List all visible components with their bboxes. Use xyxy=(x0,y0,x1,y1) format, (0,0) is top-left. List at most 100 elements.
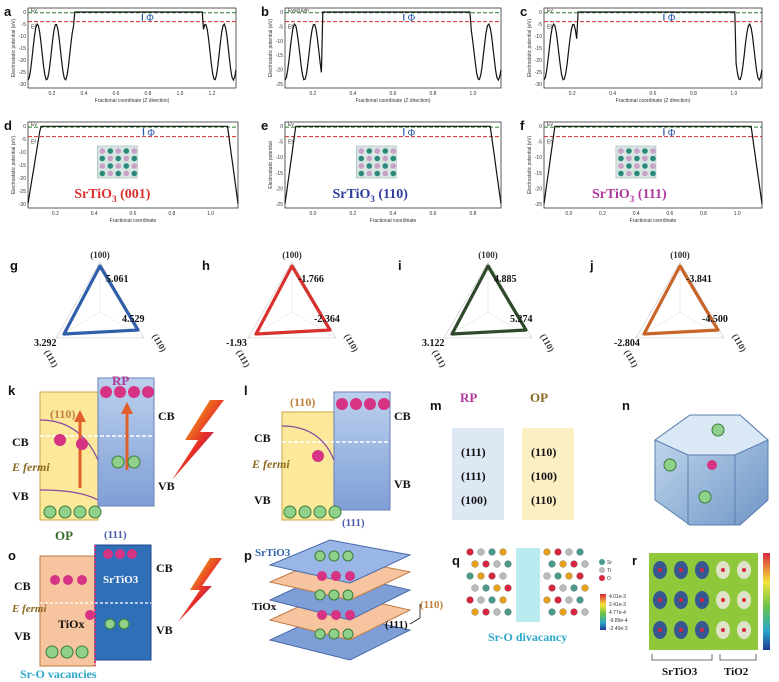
panel-label-q: q xyxy=(452,553,460,568)
k-electrons xyxy=(54,386,154,450)
triangle-data xyxy=(62,264,140,336)
y-axis-label: Electrostatic potential (eV) xyxy=(527,135,533,194)
panel-r: r SrTiO3 TiO2 xyxy=(632,553,770,678)
y-tick-label: -15 xyxy=(276,171,283,177)
phi-label: Φ xyxy=(148,128,155,139)
y-tick-label: -30 xyxy=(19,82,26,88)
panel-label-p: p xyxy=(244,548,252,563)
y-tick-label: -15 xyxy=(276,53,283,59)
value-right: -2.364 xyxy=(314,314,340,325)
panel-l: l (110) (111) CB CB VB VB E fermi xyxy=(244,383,411,529)
x-tick-label: 0.8 xyxy=(700,211,707,217)
phi-label: Φ xyxy=(146,13,153,24)
facet-right: (110) xyxy=(730,332,748,353)
surface-label: SrTiO3 (001) xyxy=(74,187,151,204)
x-axis-label: Fractional coordinate (Z direction) xyxy=(356,98,431,104)
y-tick-label: 0 xyxy=(23,124,26,130)
svg-text:Sr: Sr xyxy=(607,560,612,566)
panel-q: q Sr Ti O 4.01e-3 2.41e-3 4.77e-4 -9.89e… xyxy=(452,548,628,644)
p-layer-stack xyxy=(268,539,412,661)
fermi-label: Ef xyxy=(31,25,36,31)
x-tick-label: 0.8 xyxy=(430,91,437,97)
l-electrons xyxy=(312,398,390,462)
potential-curve xyxy=(284,125,502,204)
y-tick-label: -20 xyxy=(19,176,26,182)
y-tick-label: -5 xyxy=(22,137,27,143)
o-cb-right: CB xyxy=(156,561,173,575)
phi-label: Φ xyxy=(668,13,675,24)
x-tick-label: 1.0 xyxy=(207,211,214,217)
y-tick-label: -20 xyxy=(19,58,26,64)
panel-o: o TiOx SrTiO3 CB CB VB VB E fermi Sr-O v… xyxy=(8,544,222,681)
value-left: 3.292 xyxy=(34,338,57,349)
vacuum-label: Ev xyxy=(31,122,37,128)
x-tick-label: 1.0 xyxy=(470,91,477,97)
value-right: -4.500 xyxy=(702,314,728,325)
x-tick-label: 0.4 xyxy=(81,91,88,97)
x-tick-label: 0.0 xyxy=(310,211,317,217)
x-tick-label: 1.0 xyxy=(177,91,184,97)
o-light-bolt-icon xyxy=(178,558,222,622)
k-arrowhead-left xyxy=(74,410,86,422)
surface-label: SrTiO3 (111) xyxy=(592,187,667,204)
k-holes xyxy=(43,455,141,519)
potential-curve xyxy=(27,125,239,204)
y-tick-label: -5 xyxy=(279,140,284,146)
k-facet-111: (111) xyxy=(104,529,127,541)
k-op-label: OP xyxy=(55,528,73,543)
m-rp-box xyxy=(452,428,504,520)
fermi-label: Ef xyxy=(288,25,293,31)
m-op-box xyxy=(522,428,574,520)
value-top: -1.766 xyxy=(298,274,324,285)
x-tick-label: 0.2 xyxy=(569,91,576,97)
l-facet-111: (111) xyxy=(342,517,365,529)
panel-p: p SrTiO3 TiOx (110) (111) xyxy=(244,539,444,661)
x-axis-label: Fractional coordinate xyxy=(110,218,157,224)
svg-text:O: O xyxy=(607,576,611,582)
x-tick-label: 0.6 xyxy=(113,91,120,97)
fermi-label: Ef xyxy=(547,140,552,146)
x-tick-label: 0.8 xyxy=(690,91,697,97)
y-tick-label: -25 xyxy=(276,82,283,88)
y-axis-label: Electrostatic potential (eV) xyxy=(527,18,533,77)
x-tick-label: 0.2 xyxy=(350,211,357,217)
x-tick-label: 0.2 xyxy=(599,211,606,217)
panel-label-c: c xyxy=(520,4,527,19)
y-tick-label: -5 xyxy=(279,24,284,30)
value-top: -3.841 xyxy=(686,274,712,285)
y-tick-label: -10 xyxy=(276,39,283,45)
m-op-facet-2: (100) xyxy=(531,469,557,483)
p-holes xyxy=(314,550,354,640)
plot-frame xyxy=(27,121,239,209)
panel-label-i: i xyxy=(398,258,402,273)
o-caption: Sr-O vacancies xyxy=(20,667,97,681)
triangle-panel-h: h(100)(111)(110)-1.766-2.364-1.93 xyxy=(202,250,360,369)
y-axis-label: Electrostatic potential (eV) xyxy=(11,135,17,194)
plot-frame xyxy=(543,7,763,89)
plot-frame xyxy=(284,7,502,89)
y-tick-label: -20 xyxy=(535,58,542,64)
x-tick-label: 0.8 xyxy=(470,211,477,217)
o-srtio3-label: SrTiO3 xyxy=(103,574,139,586)
panel-label-g: g xyxy=(10,258,18,273)
y-axis-label: Electrostatic potential (eV) xyxy=(268,18,274,77)
r-tio2-label: TiO2 xyxy=(724,666,749,678)
q-colorbar xyxy=(600,594,606,630)
x-axis-label: Fractional coordinate xyxy=(370,218,417,224)
facet-top: (100) xyxy=(478,250,498,260)
svg-text:Ti: Ti xyxy=(607,568,611,574)
x-tick-label: 1.0 xyxy=(730,91,737,97)
y-tick-label: -15 xyxy=(535,46,542,52)
panel-label-d: d xyxy=(4,118,12,133)
panel-label-e: e xyxy=(261,118,268,133)
x-axis-label: Fractional coordinate (Z direction) xyxy=(95,98,170,104)
panel-label-f: f xyxy=(520,118,525,133)
svg-text:-2.40e-3: -2.40e-3 xyxy=(609,626,628,632)
panel-label-j: j xyxy=(589,258,594,273)
